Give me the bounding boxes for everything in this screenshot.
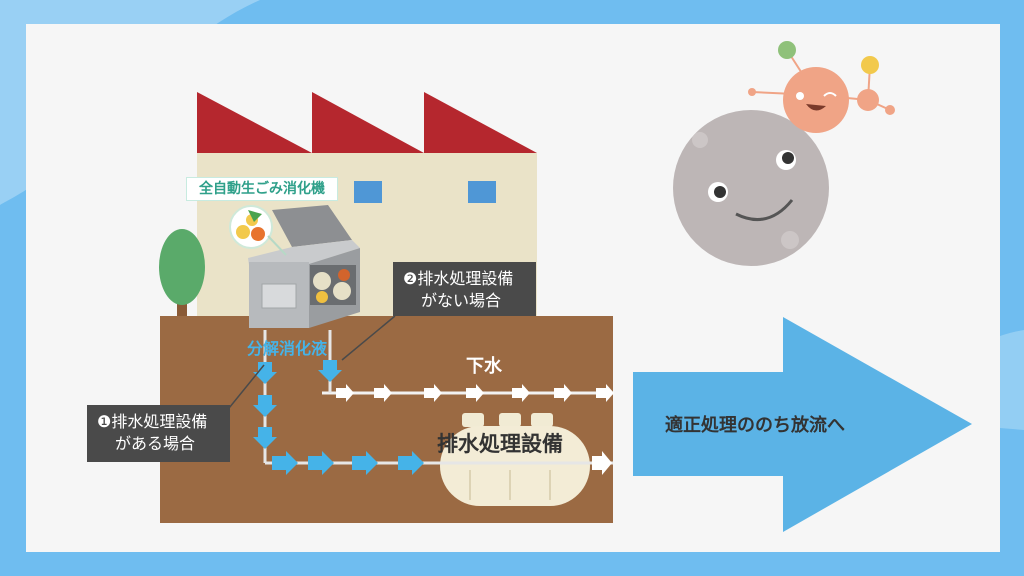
planet-mascot-icon xyxy=(673,110,829,266)
flow-arrows-bottom xyxy=(272,451,424,475)
pointer-case2 xyxy=(341,315,396,361)
flow-arrows-left-vertical xyxy=(253,362,277,449)
vegetables-icon xyxy=(229,205,287,256)
factory-roof xyxy=(197,92,537,153)
outflow-label: 適正処理ののち放流へ xyxy=(665,415,845,436)
case1-line1: ❶排水処理設備 xyxy=(97,412,208,431)
pointer-case1 xyxy=(224,364,265,414)
case2-label-box: ❷排水処理設備 がない場合 xyxy=(393,262,536,316)
case2-line2: がない場合 xyxy=(421,291,502,310)
machine-name-label: 全自動生ごみ消化機 xyxy=(186,177,338,201)
flow-arrow-tank-out xyxy=(592,451,612,475)
compost-chamber xyxy=(310,265,356,305)
factory-window xyxy=(468,181,496,203)
case1-line2: がある場合 xyxy=(115,434,196,453)
flow-arrows-sewer xyxy=(336,384,614,402)
case1-label-box: ❶排水処理設備 がある場合 xyxy=(87,405,230,462)
case2-line1: ❷排水処理設備 xyxy=(403,269,514,288)
factory-window xyxy=(354,181,382,203)
treatment-facility-label: 排水処理設備 xyxy=(437,432,563,456)
digester-machine-icon xyxy=(248,205,360,328)
sewer-label: 下水 xyxy=(466,356,502,377)
molecule-mascot-icon xyxy=(748,41,895,133)
tree-icon xyxy=(159,229,205,320)
septic-tank-icon xyxy=(440,413,590,506)
flow-arrow-right-vertical xyxy=(318,360,342,382)
digestion-liquid-label: 分解消化液 xyxy=(247,339,328,358)
outflow-arrow-icon xyxy=(633,317,972,532)
